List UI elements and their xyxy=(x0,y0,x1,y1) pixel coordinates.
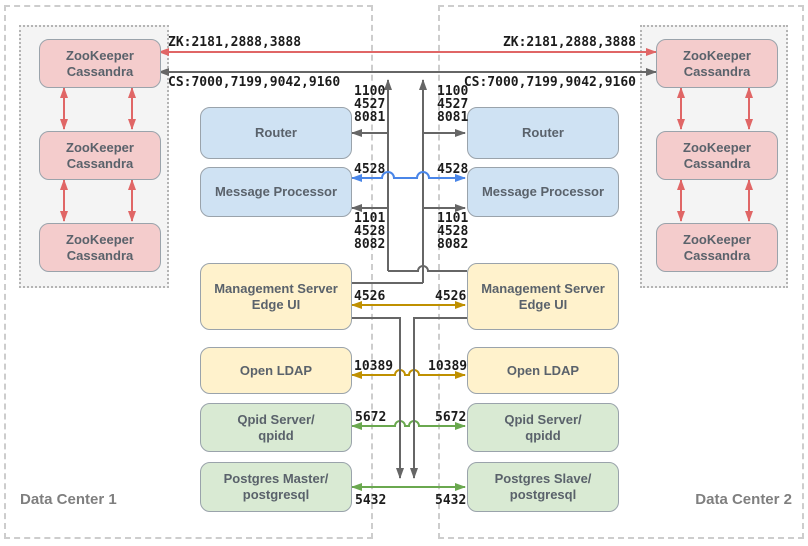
dc2-postgres-node: Postgres Slave/ postgresql xyxy=(467,462,619,512)
dc1-postgres-port: 5432 xyxy=(355,493,387,508)
dc1-mp-port: 4528 xyxy=(354,162,386,177)
dc2-mgmt-port: 4526 xyxy=(435,289,467,304)
node-label: ZooKeeper xyxy=(66,139,134,155)
node-label: Router xyxy=(255,125,297,140)
port-value: 1101 xyxy=(437,211,469,226)
node-label: Message Processor xyxy=(214,184,338,199)
node-label: qpidd xyxy=(525,427,561,443)
node-label: Open LDAP xyxy=(239,362,313,378)
port-value: 4528 xyxy=(354,224,386,239)
node-label: Management Server xyxy=(481,280,605,296)
node-label: Edge UI xyxy=(251,296,301,312)
port-value: 1100 xyxy=(437,84,469,99)
node-label: Cassandra xyxy=(683,247,751,263)
dc2-open-ldap-node: Open LDAP xyxy=(467,347,619,394)
port-value: 8082 xyxy=(437,237,469,252)
dc1-qpid-node: Qpid Server/ qpidd xyxy=(200,403,352,452)
node-label: postgresql xyxy=(242,487,310,502)
node-label: postgresql xyxy=(509,487,577,502)
node-label: Postgres Slave/ xyxy=(494,471,592,486)
dc2-mp-port: 4528 xyxy=(437,162,469,177)
port-value: 8081 xyxy=(437,110,469,125)
dc1-zk-node-3: ZooKeeper Cassandra xyxy=(39,223,161,272)
dc2-ldap-port: 10389 xyxy=(428,359,468,374)
dc1-open-ldap-node: Open LDAP xyxy=(200,347,352,394)
node-label: Cassandra xyxy=(683,155,751,171)
port-value: 4527 xyxy=(437,97,469,112)
dc1-boundary xyxy=(4,5,373,539)
dc1-management-server-node: Management Server Edge UI xyxy=(200,263,352,330)
dc1-mgmt-port: 4526 xyxy=(354,289,386,304)
node-label: Edge UI xyxy=(518,296,568,312)
dc2-qpid-node: Qpid Server/ qpidd xyxy=(467,403,619,452)
zk-ports-label-left: ZK:2181,2888,3888 xyxy=(168,35,302,50)
node-label: ZooKeeper xyxy=(66,47,134,63)
dc1-postgres-node: Postgres Master/ postgresql xyxy=(200,462,352,512)
cs-ports-label-right: CS:7000,7199,9042,9160 xyxy=(463,75,636,90)
node-label: Router xyxy=(522,125,564,140)
dc2-management-server-node: Management Server Edge UI xyxy=(467,263,619,330)
node-label: Qpid Server/ xyxy=(504,411,582,427)
port-value: 1100 xyxy=(354,84,386,99)
dc2-mp-mgmt-ports: 1101 4528 8082 xyxy=(437,212,468,251)
node-label: Cassandra xyxy=(66,247,134,263)
dc1-ldap-port: 10389 xyxy=(354,359,394,374)
dc1-message-processor-node: Message Processor xyxy=(200,167,352,217)
dc2-message-processor-node: Message Processor xyxy=(467,167,619,217)
dc2-zk-node-1: ZooKeeper Cassandra xyxy=(656,39,778,88)
cs-ports-label-left: CS:7000,7199,9042,9160 xyxy=(168,75,341,90)
node-label: ZooKeeper xyxy=(683,231,751,247)
node-label: Message Processor xyxy=(481,184,605,199)
node-label: Cassandra xyxy=(683,63,751,79)
dc1-mp-mgmt-ports: 1101 4528 8082 xyxy=(354,212,385,251)
dc2-zk-node-3: ZooKeeper Cassandra xyxy=(656,223,778,272)
port-value: 8082 xyxy=(354,237,386,252)
dc1-zk-node-1: ZooKeeper Cassandra xyxy=(39,39,161,88)
node-label: Cassandra xyxy=(66,155,134,171)
dc2-boundary xyxy=(438,5,804,539)
dc2-postgres-port: 5432 xyxy=(435,493,467,508)
dc2-qpid-port: 5672 xyxy=(435,410,467,425)
dc2-router-ports: 1100 4527 8081 xyxy=(437,85,468,124)
dc2-zk-node-2: ZooKeeper Cassandra xyxy=(656,131,778,180)
node-label: qpidd xyxy=(258,427,294,443)
dc1-zk-node-2: ZooKeeper Cassandra xyxy=(39,131,161,180)
node-label: Open LDAP xyxy=(506,362,580,378)
node-label: Cassandra xyxy=(66,63,134,79)
node-label: ZooKeeper xyxy=(66,231,134,247)
node-label: ZooKeeper xyxy=(683,47,751,63)
zk-ports-label-right: ZK:2181,2888,3888 xyxy=(502,35,636,50)
node-label: Postgres Master/ xyxy=(223,471,329,486)
dc2-router-node: Router xyxy=(467,107,619,159)
node-label: Management Server xyxy=(214,280,338,296)
node-label: ZooKeeper xyxy=(683,139,751,155)
port-value: 4527 xyxy=(354,97,386,112)
dc1-caption: Data Center 1 xyxy=(20,491,117,508)
port-value: 1101 xyxy=(354,211,386,226)
dc1-qpid-port: 5672 xyxy=(355,410,387,425)
dc1-router-node: Router xyxy=(200,107,352,159)
port-value: 8081 xyxy=(354,110,386,125)
dc2-caption: Data Center 2 xyxy=(695,491,792,508)
node-label: Qpid Server/ xyxy=(237,411,315,427)
port-value: 4528 xyxy=(437,224,469,239)
dc1-router-ports: 1100 4527 8081 xyxy=(354,85,385,124)
